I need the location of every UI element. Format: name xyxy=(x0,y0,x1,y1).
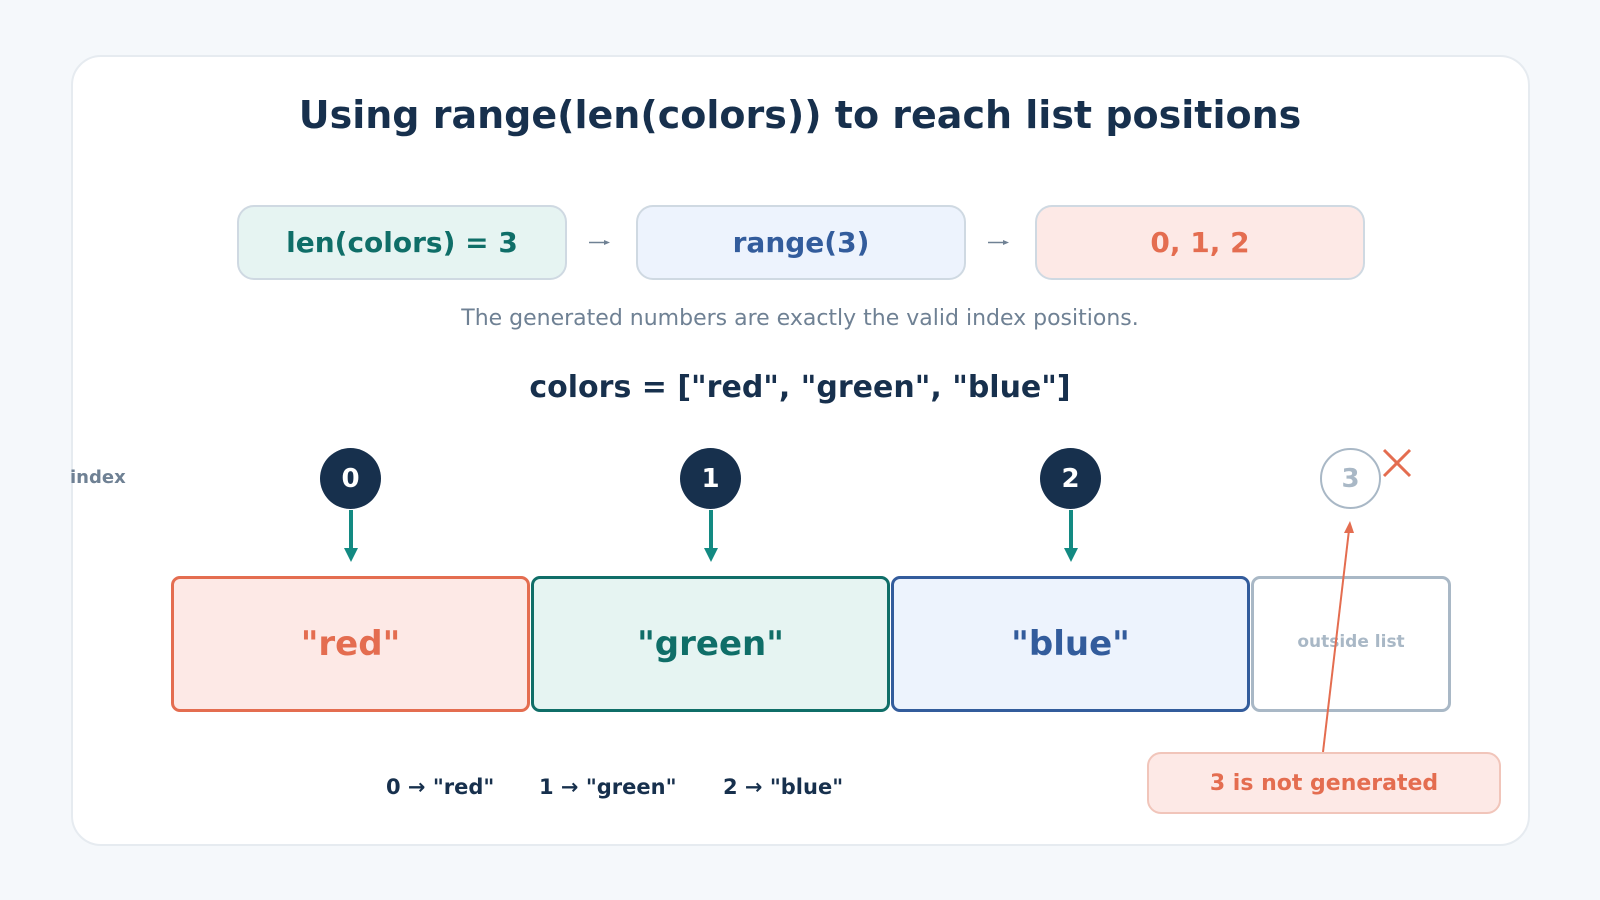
not-generated-callout: 3 is not generated xyxy=(1147,752,1501,814)
outside-list-cell: outside list xyxy=(1251,576,1451,712)
index-badge-0: 0 xyxy=(320,448,381,509)
list-cell-green: "green" xyxy=(531,576,890,712)
index-badge-2: 2 xyxy=(1040,448,1101,509)
index-badge-out-of-range: 3 xyxy=(1320,448,1381,509)
list-definition: colors = ["red", "green", "blue"] xyxy=(529,370,1071,405)
diagram-card xyxy=(71,55,1530,846)
index-badge-1: 1 xyxy=(680,448,741,509)
mapping-0: 0 → "red" xyxy=(386,775,495,799)
subtitle: The generated numbers are exactly the va… xyxy=(461,306,1139,331)
down-arrow-icon xyxy=(704,510,718,562)
result-pill: 0, 1, 2 xyxy=(1035,205,1365,280)
list-cell-blue: "blue" xyxy=(891,576,1250,712)
pipeline-arrow-icon xyxy=(988,240,1009,245)
len-pill: len(colors) = 3 xyxy=(237,205,567,280)
diagram-title: Using range(len(colors)) to reach list p… xyxy=(298,93,1302,137)
index-row-label: index xyxy=(70,467,126,488)
mapping-2: 2 → "blue" xyxy=(723,775,844,799)
down-arrow-icon xyxy=(1064,510,1078,562)
list-cell-red: "red" xyxy=(171,576,530,712)
pipeline-arrow-icon xyxy=(589,240,610,245)
cross-icon xyxy=(1382,448,1412,478)
mapping-1: 1 → "green" xyxy=(539,775,677,799)
range-pill: range(3) xyxy=(636,205,966,280)
down-arrow-icon xyxy=(344,510,358,562)
